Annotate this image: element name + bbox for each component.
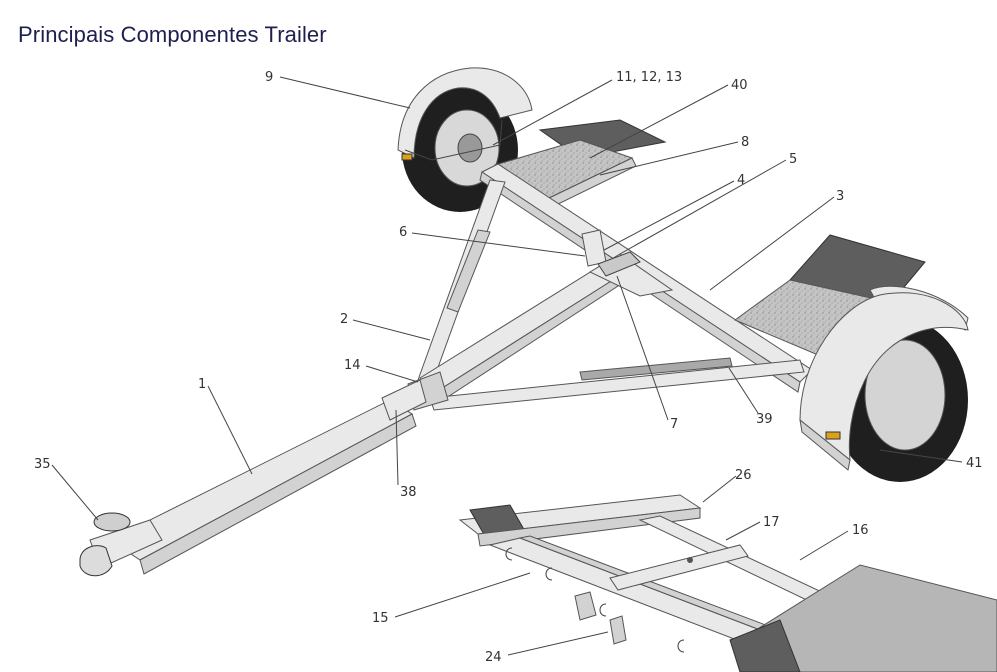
- callout-3: 3: [836, 189, 844, 204]
- callout-6: 6: [399, 225, 407, 240]
- callout-40: 40: [731, 78, 748, 93]
- pivot-plate: [597, 251, 641, 277]
- callout-41: 41: [966, 456, 983, 471]
- frame: [407, 179, 805, 411]
- right-rim: [864, 339, 946, 451]
- lower-cross-brace: [429, 359, 805, 411]
- left-deck: [493, 119, 667, 209]
- leader-lines: [51, 76, 963, 656]
- coupler-handle: [93, 512, 131, 532]
- callout-9: 9: [265, 70, 273, 85]
- callout-4: 4: [737, 173, 745, 188]
- callout-15: 15: [372, 611, 389, 626]
- folded-frame-detail: [458, 494, 997, 672]
- callout-5: 5: [789, 152, 797, 167]
- left-reflector: [401, 153, 413, 161]
- callout-17: 17: [763, 515, 780, 530]
- callout-24: 24: [485, 650, 502, 665]
- callout-14: 14: [344, 358, 361, 373]
- left-fender: [397, 67, 533, 159]
- coupler-ball-socket: [79, 545, 113, 577]
- callout-39: 39: [756, 412, 773, 427]
- tongue-sleeve: [381, 379, 427, 421]
- right-wheel-assembly: [799, 285, 969, 482]
- callout-1: 1: [198, 377, 206, 392]
- callout-7: 7: [670, 417, 678, 432]
- callout-labels: 9 11, 12, 13 40 8 5 4 3 6 2 14 1 35 38 7…: [34, 70, 983, 665]
- right-reflector: [825, 431, 841, 440]
- callout-38: 38: [400, 485, 417, 500]
- callout-11-12-13: 11, 12, 13: [616, 70, 682, 85]
- left-hub: [457, 133, 483, 163]
- right-fender: [799, 292, 969, 462]
- coupler: [79, 512, 163, 577]
- callout-8: 8: [741, 135, 749, 150]
- cross-bar: [609, 544, 749, 591]
- callout-26: 26: [735, 468, 752, 483]
- page-title: Principais Componentes Trailer: [18, 22, 327, 47]
- callout-16: 16: [852, 523, 869, 538]
- callout-35: 35: [34, 457, 51, 472]
- tongue: [109, 379, 427, 575]
- brace-reinforcement: [579, 357, 733, 381]
- callout-2: 2: [340, 312, 348, 327]
